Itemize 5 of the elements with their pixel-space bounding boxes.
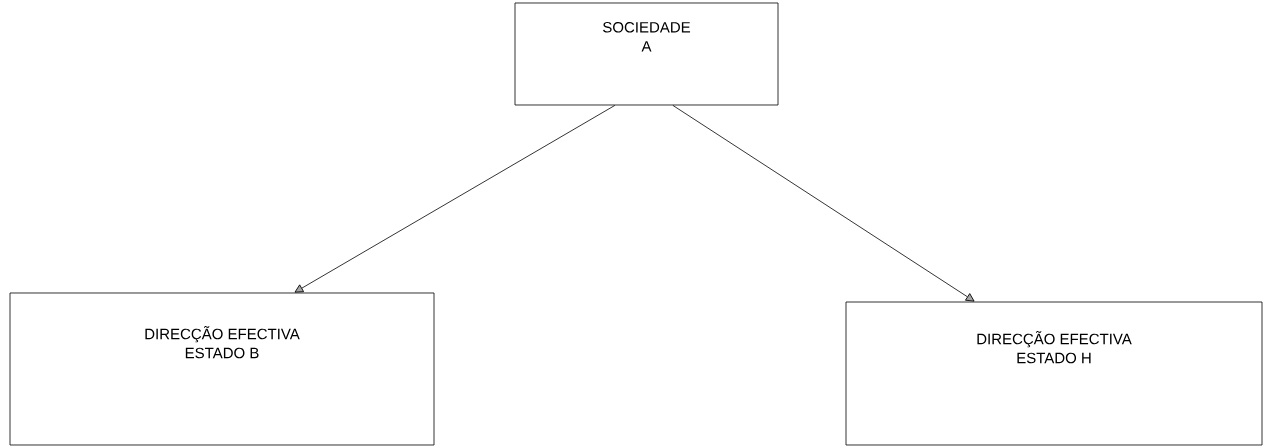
entity-box: DIRECÇÃO EFECTIVA ESTADO B: [9, 292, 435, 446]
arrow: [672, 105, 975, 302]
entity-box: DIRECÇÃO EFECTIVA ESTADO H: [845, 301, 1263, 446]
entity-box: SOCIEDADE A: [514, 2, 779, 106]
arrow: [294, 105, 616, 293]
